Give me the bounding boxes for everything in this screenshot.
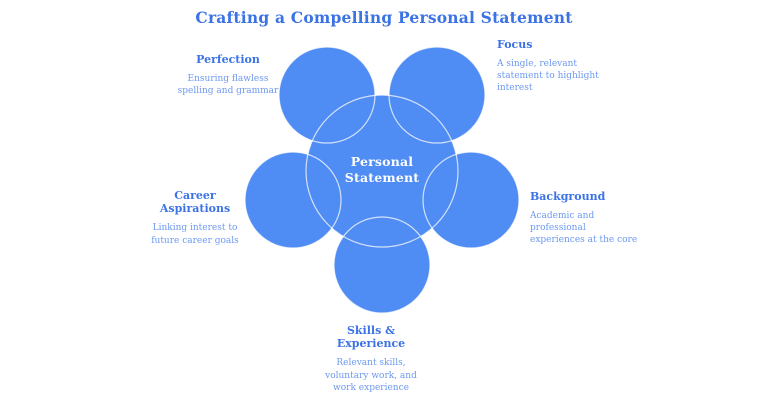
skills-experience-circle: [334, 217, 430, 313]
circle-fills: [245, 47, 519, 313]
focus-circle-outline: [388, 46, 486, 144]
node-skills-experience: Skills & Experience Relevant skills, vol…: [321, 324, 421, 394]
focus-circle: [389, 47, 485, 143]
node-focus: Focus A single, relevant statement to hi…: [497, 38, 617, 95]
node-focus-description: A single, relevant statement to highligh…: [497, 59, 599, 94]
skills-experience-circle-outline: [333, 216, 431, 314]
center-circle-outline: [305, 94, 459, 248]
diagram-title: Crafting a Compelling Personal Statement: [195, 8, 573, 27]
perfection-circle: [279, 47, 375, 143]
node-skills-experience-description: Relevant skills, voluntary work, and wor…: [325, 358, 417, 393]
node-skills-experience-label: Skills & Experience: [336, 324, 406, 351]
node-focus-label: Focus: [497, 38, 533, 51]
node-career-aspirations-label: Career Aspirations: [159, 189, 231, 216]
circle-outlines: [244, 46, 520, 314]
node-career-aspirations: Career Aspirations Linking interest to f…: [145, 189, 245, 247]
node-perfection-description: Ensuring flawless spelling and grammar: [177, 74, 279, 97]
career-aspirations-circle-outline: [244, 151, 342, 249]
node-background-description: Academic and professional experiences at…: [530, 211, 638, 246]
node-background-label: Background: [530, 190, 606, 203]
node-perfection-label: Perfection: [196, 53, 260, 66]
perfection-circle-outline: [278, 46, 376, 144]
career-aspirations-circle: [245, 152, 341, 248]
node-perfection: Perfection Ensuring flawless spelling an…: [173, 53, 283, 97]
node-background: Background Academic and professional exp…: [530, 190, 660, 247]
center-label: Personal Statement: [344, 153, 420, 185]
background-circle: [423, 152, 519, 248]
node-career-aspirations-description: Linking interest to future career goals: [151, 223, 239, 246]
background-circle-outline: [422, 151, 520, 249]
